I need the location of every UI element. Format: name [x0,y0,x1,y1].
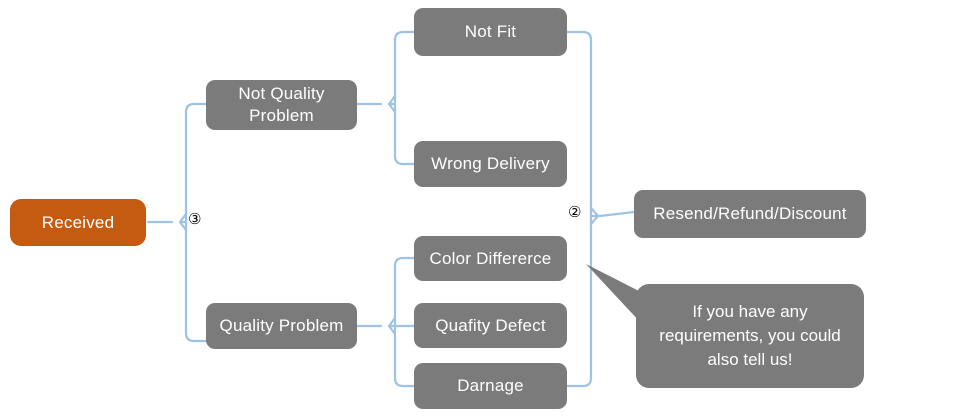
node-darnage-label: Darnage [457,376,524,396]
edge-nqp-to-notfit [393,30,416,106]
node-not-fit-label: Not Fit [464,22,517,42]
callout-requirements[interactable]: If you have any requirements, you could … [636,284,864,388]
node-darnage[interactable]: Darnage [414,363,567,409]
callout-line-1: If you have any [692,301,808,321]
node-quality-problem[interactable]: Quality Problem [206,303,357,349]
node-not-fit[interactable]: Not Fit [414,8,567,56]
node-resend-refund-discount-label: Resend/Refund/Discount [653,204,847,224]
edge-nqp-to-wrongdelivery [393,102,416,166]
callout-line-2: requirements, you could [659,325,841,345]
node-color-differerce[interactable]: Color Differerce [414,236,567,281]
node-color-differerce-label: Color Differerce [429,248,552,268]
edge-qp-to-darnage [393,324,416,388]
edge-collector-arrowish [589,206,600,226]
node-not-quality-problem-label: Not Quality Problem [238,84,325,125]
branch-marker-left: ③ [188,210,202,228]
node-wrong-delivery-label: Wrong Delivery [431,154,550,174]
node-quality-problem-label: Quality Problem [219,316,344,336]
edge-qp-to-colordiff [393,256,416,328]
node-resend-refund-discount[interactable]: Resend/Refund/Discount [634,190,866,238]
edge-collector-to-resend [589,210,636,218]
edge-collector-top [565,30,593,206]
node-received-label: Received [41,212,115,232]
edge-received-to-quality [184,220,208,343]
node-received[interactable]: Received [10,199,146,246]
branch-marker-right: ② [568,203,582,221]
node-wrong-delivery[interactable]: Wrong Delivery [414,141,567,187]
node-quafity-defect[interactable]: Quafity Defect [414,303,567,348]
node-quafity-defect-label: Quafity Defect [435,315,546,335]
edge-collector-bottom [565,226,593,388]
node-not-quality-problem[interactable]: Not Quality Problem [206,80,357,130]
callout-line-3: also tell us! [707,350,793,370]
edge-received-to-not-quality [184,102,208,224]
